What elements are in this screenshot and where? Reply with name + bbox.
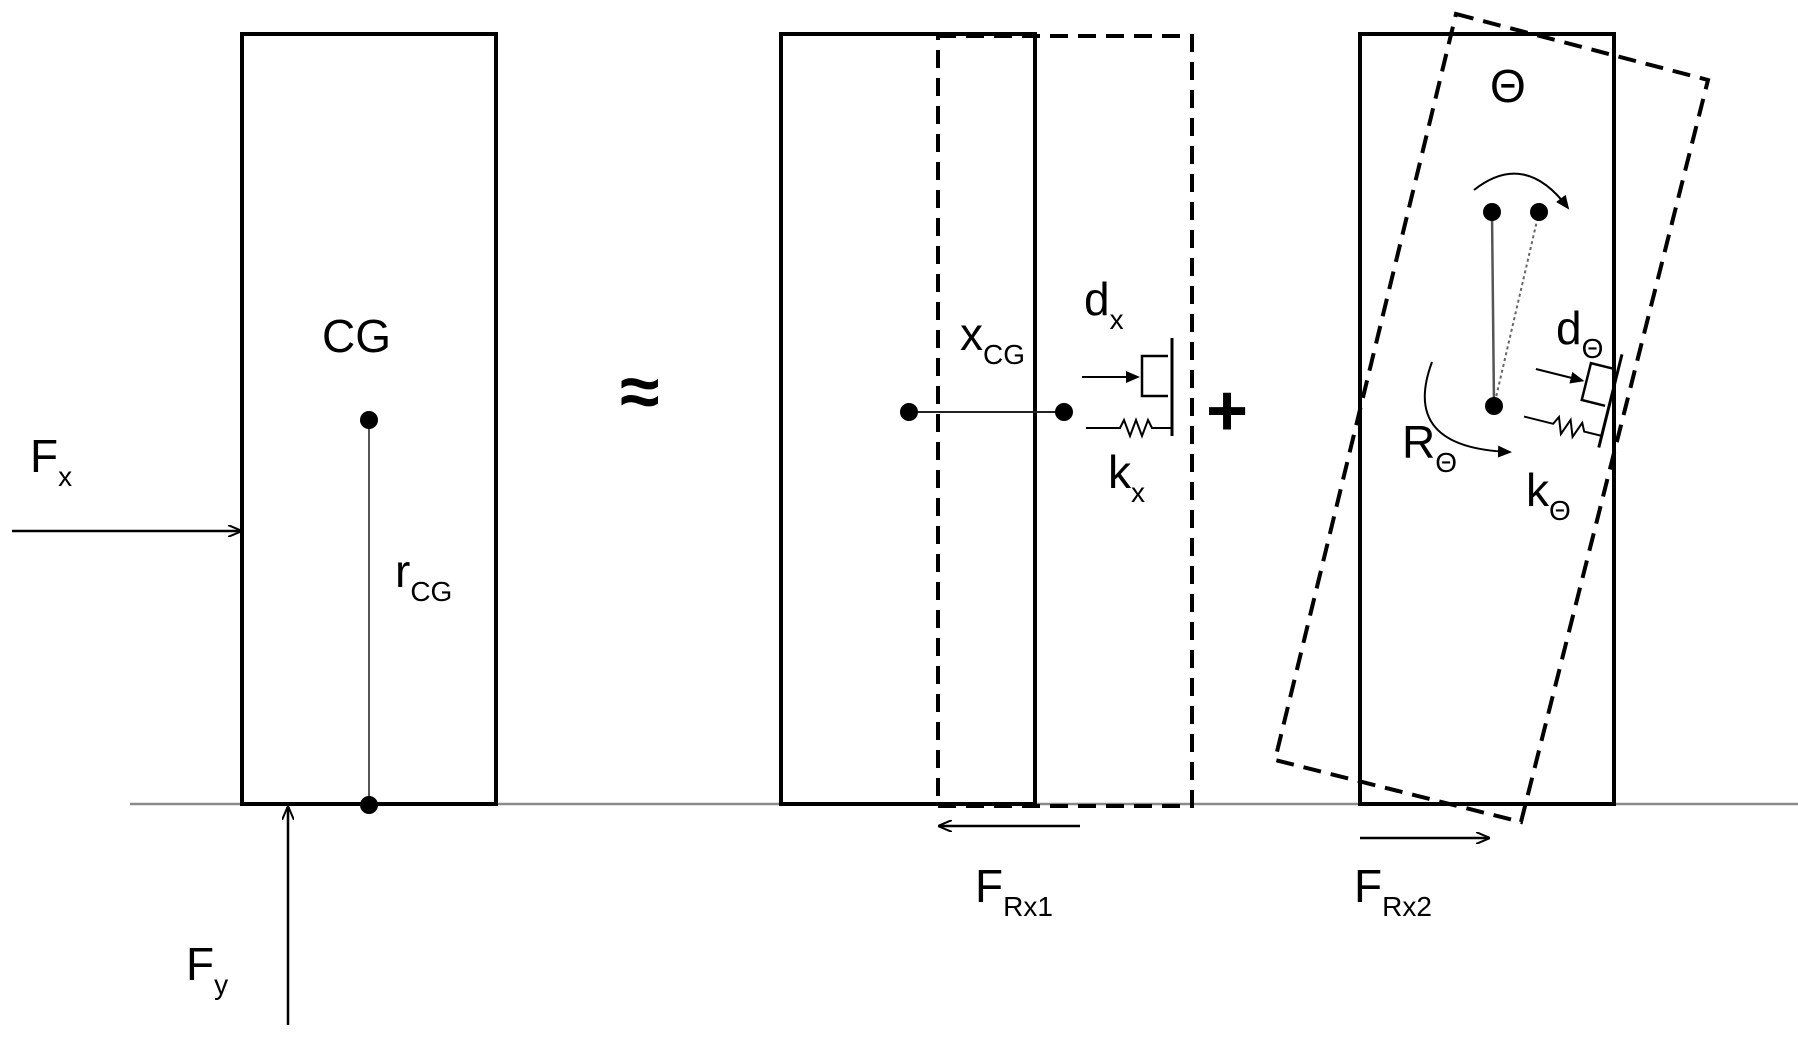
rigid-body-2 — [779, 32, 1037, 806]
rotated-body-3 — [1272, 11, 1711, 825]
xcg-start-point — [900, 403, 918, 421]
r-theta-arrow — [1423, 361, 1512, 458]
fy-label: Fy — [186, 938, 228, 1000]
damper-theta — [1523, 354, 1624, 448]
damper-x-cup — [1140, 354, 1168, 398]
plus-symbol: + — [1206, 371, 1248, 451]
rotation-arrow-top — [1473, 172, 1570, 210]
rigid-body-3 — [1358, 32, 1616, 806]
pivot-point — [1485, 397, 1503, 415]
theta-label: Θ — [1490, 60, 1526, 112]
fx-label: Fx — [30, 430, 72, 492]
displaced-body-2 — [936, 34, 1194, 808]
cg-point — [360, 411, 378, 429]
approx-symbol: ≈ — [620, 352, 660, 432]
xcg-end-point — [1055, 403, 1073, 421]
kx-label: kx — [1108, 446, 1145, 508]
rcg-label: rCG — [395, 545, 452, 607]
r-theta-label: RΘ — [1402, 416, 1457, 478]
spring-x — [1086, 417, 1172, 439]
frx2-label: FRx2 — [1354, 860, 1432, 922]
pivot-line-rotated — [1493, 211, 1540, 407]
ground-contact-point — [360, 796, 378, 814]
cg-label: CG — [322, 310, 391, 362]
xcg-label: xCG — [960, 308, 1025, 370]
top-point-rotated — [1530, 203, 1548, 221]
pivot-line-original — [1490, 211, 1496, 407]
d-theta-label: dΘ — [1556, 302, 1603, 364]
top-point-original — [1483, 203, 1501, 221]
k-theta-label: kΘ — [1526, 464, 1571, 526]
dx-label: dx — [1084, 273, 1124, 335]
frx1-label: FRx1 — [975, 860, 1053, 922]
